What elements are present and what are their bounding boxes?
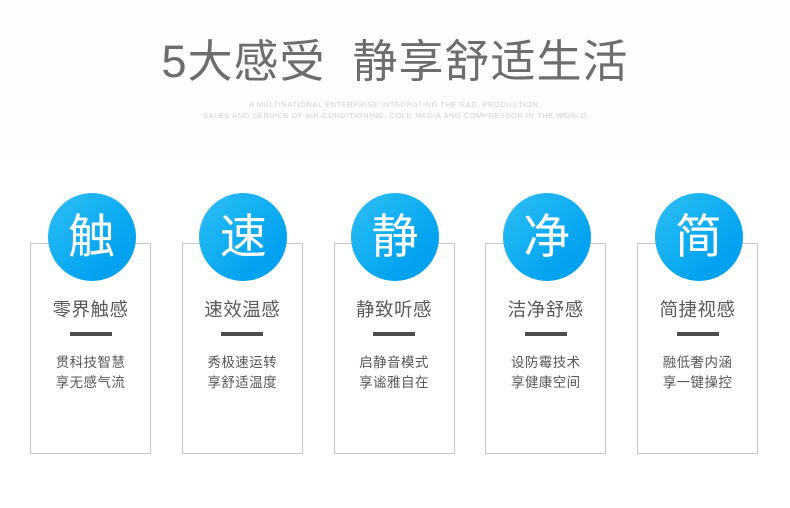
card-description-line-1: 贯科技智慧 [55, 355, 126, 370]
heading-divider [221, 332, 264, 336]
feature-card-quiet[interactable]: 静 静致听感 启静音模式 享谧雅自在 [333, 193, 457, 458]
badge-circle-icon: 触 [47, 193, 136, 281]
badge-circle-icon: 静 [351, 193, 439, 281]
page-title: 5大感受 静享舒适生活 [161, 36, 629, 87]
badge-character: 静 [371, 209, 419, 263]
badge-character: 触 [68, 209, 115, 263]
card-content: 简捷视感 融低奢内涵 享一键操控 [637, 297, 758, 393]
badge-circle-icon: 净 [502, 193, 591, 281]
card-content: 零界触感 贯科技智慧 享无感气流 [30, 297, 151, 393]
card-description: 启静音模式 享谧雅自在 [334, 353, 455, 393]
card-content: 洁净舒感 设防霉技术 享健康空间 [485, 297, 606, 393]
feature-card-speed[interactable]: 速 速效温感 秀极速运转 享舒适温度 [181, 193, 305, 458]
feature-card-clean[interactable]: 净 洁净舒感 设防霉技术 享健康空间 [485, 193, 608, 458]
card-heading: 速效温感 [204, 299, 281, 320]
badge-character: 速 [219, 209, 267, 263]
card-description-line-1: 启静音模式 [359, 355, 429, 370]
card-description-line-1: 秀极速运转 [207, 355, 277, 370]
card-heading: 零界触感 [52, 299, 129, 320]
card-description-line-1: 设防霉技术 [511, 355, 581, 370]
card-description-line-2: 享一键操控 [662, 375, 733, 390]
subtitle-line-1: A MULTINATIONAL ENTERPRISE INTEGRATING T… [248, 100, 542, 109]
header: 5大感受 静享舒适生活 A MULTINATIONAL ENTERPRISE I… [0, 34, 790, 121]
card-description-line-2: 享舒适温度 [207, 375, 277, 390]
heading-divider [373, 332, 415, 336]
feature-card-list: 触 零界触感 贯科技智慧 享无感气流 速 速效温感 秀极速运转 [30, 193, 760, 458]
card-content: 静致听感 启静音模式 享谧雅自在 [334, 297, 455, 393]
subtitle-line-2: SALES AND SERVICE OF AIR CONDITIONING, C… [203, 111, 587, 120]
card-heading: 洁净舒感 [507, 299, 584, 320]
card-content: 速效温感 秀极速运转 享舒适温度 [182, 297, 303, 393]
card-description: 秀极速运转 享舒适温度 [182, 353, 303, 393]
badge-circle-icon: 速 [199, 193, 288, 281]
feature-card-simple[interactable]: 简 简捷视感 融低奢内涵 享一键操控 [637, 193, 760, 458]
badge-character: 净 [523, 209, 571, 263]
card-heading: 静致听感 [355, 299, 432, 320]
heading-divider [676, 332, 719, 336]
card-heading: 简捷视感 [659, 299, 736, 320]
subtitle-block: A MULTINATIONAL ENTERPRISE INTEGRATING T… [0, 99, 790, 121]
badge-circle-icon: 简 [654, 193, 743, 281]
heading-divider [524, 332, 567, 336]
card-description: 设防霉技术 享健康空间 [485, 353, 606, 393]
card-description: 融低奢内涵 享一键操控 [637, 353, 758, 393]
card-description-line-2: 享谧雅自在 [359, 375, 429, 390]
heading-divider [69, 332, 112, 336]
card-description-line-2: 享无感气流 [55, 375, 126, 390]
card-description-line-2: 享健康空间 [511, 375, 581, 390]
card-description: 贯科技智慧 享无感气流 [30, 353, 151, 393]
feature-card-touch[interactable]: 触 零界触感 贯科技智慧 享无感气流 [30, 193, 153, 458]
badge-character: 简 [675, 209, 722, 263]
card-description-line-1: 融低奢内涵 [662, 355, 733, 370]
